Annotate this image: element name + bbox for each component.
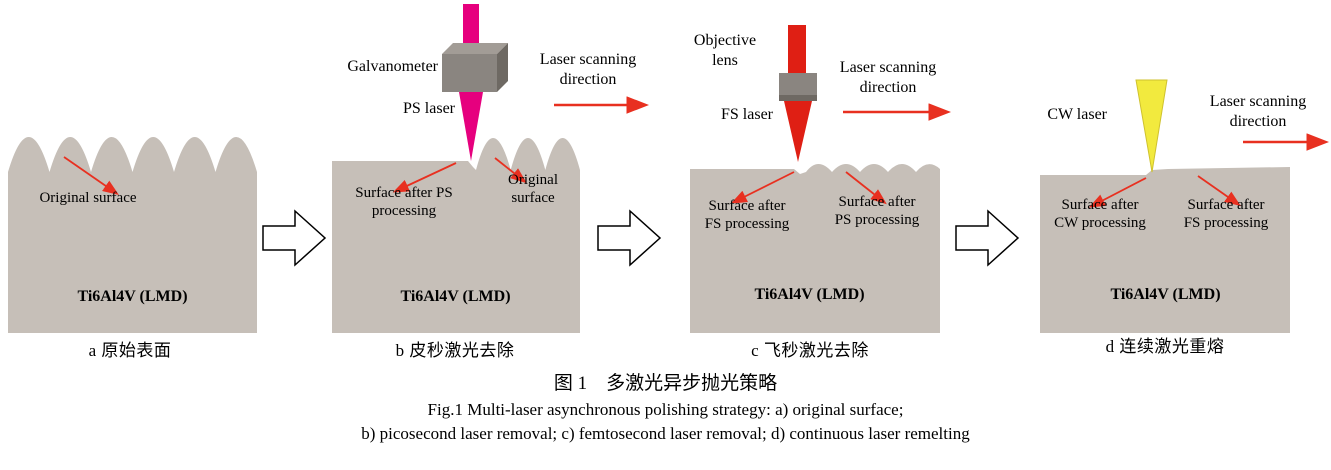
panel-c-label-left: Surface after FS processing (704, 198, 790, 233)
fs-beam-upper (788, 25, 806, 75)
fs-beam-cone (784, 101, 812, 162)
panel-d-label-right: Surface after FS processing (1183, 197, 1269, 232)
panel-d-substrate-label: Ti6Al4V (LMD) (1110, 286, 1221, 303)
panel-b-device-label: Galvanometer (347, 58, 438, 75)
block-c-fs-polished (690, 164, 940, 333)
figure-caption-en-line2: b) picosecond laser removal; c) femtosec… (361, 424, 970, 443)
panel-a-caption: a 原始表面 (88, 341, 172, 360)
panel-b-label-left: Surface after PS processing (355, 185, 453, 220)
panel-a-substrate-label: Ti6Al4V (LMD) (77, 288, 188, 305)
galvanometer-box-side (497, 43, 508, 92)
pointer-arrow-c-left (730, 171, 795, 204)
cw-beam-cone (1135, 79, 1168, 173)
panel-d-label-left: Surface after CW processing (1054, 197, 1146, 232)
panel-d-laser-label: CW laser (1047, 106, 1107, 123)
panel-d-scan-direction-label: Laser scanning direction (1209, 93, 1307, 130)
panel-c-label-right: Surface after PS processing (834, 194, 920, 229)
step-arrow-1 (262, 209, 327, 267)
step-arrow-3 (955, 209, 1020, 267)
panel-c-scan-direction-label: Laser scanning direction (839, 59, 937, 96)
galvanometer-box-top (442, 43, 508, 54)
pointer-arrow-a (63, 156, 119, 196)
panel-c-caption: c 飞秒激光去除 (751, 341, 869, 360)
pointer-arrow-d-left (1088, 177, 1147, 208)
block-d-remelted (1040, 167, 1290, 333)
pointer-arrow-b-left (392, 162, 457, 193)
objective-lens-box-bottom (779, 95, 817, 101)
panel-b-caption: b 皮秒激光去除 (395, 341, 515, 360)
block-a-rough-surface (8, 137, 257, 333)
panel-b-scan-direction-label: Laser scanning direction (539, 51, 637, 88)
panel-b-label-right: Original surface (508, 172, 558, 207)
panel-b-laser-label: PS laser (403, 100, 455, 117)
panel-c-device-label: Objective lens (693, 32, 757, 69)
figure-caption-cn: 图 1 多激光异步抛光策略 (553, 373, 778, 394)
step-arrow-2 (597, 209, 662, 267)
panel-a-surface-label: Original surface (39, 190, 137, 206)
galvanometer-box-front (442, 54, 497, 92)
panel-c-substrate-label: Ti6Al4V (LMD) (754, 286, 865, 303)
panel-c-laser-label: FS laser (721, 106, 773, 123)
pointer-arrow-d-right (1197, 175, 1241, 207)
pointer-arrow-b-right (494, 157, 527, 184)
panel-d-caption: d 连续激光重熔 (1105, 337, 1225, 356)
ps-beam-cone (459, 92, 483, 161)
pointer-arrow-c-right (845, 171, 887, 205)
figure-caption-en-line1: Fig.1 Multi-laser asynchronous polishing… (427, 400, 904, 419)
panel-b-substrate-label: Ti6Al4V (LMD) (400, 288, 511, 305)
